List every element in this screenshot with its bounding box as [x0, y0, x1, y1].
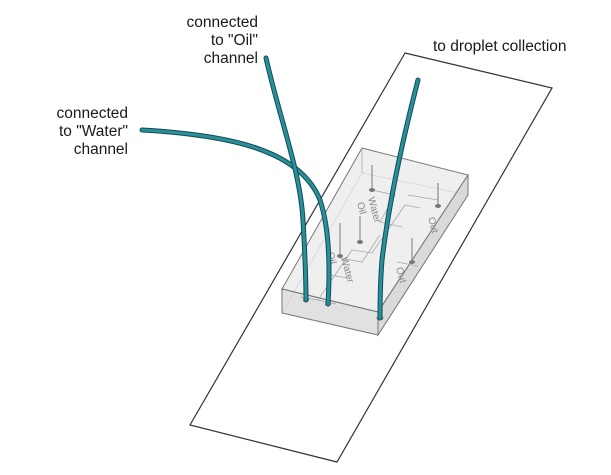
- port-hole: [357, 240, 363, 244]
- tube-oil: [264, 56, 308, 302]
- tubing: [139, 55, 421, 321]
- tube-water: [140, 128, 331, 306]
- port-hole: [369, 188, 375, 192]
- port-hole: [409, 260, 415, 264]
- port-hole: [435, 204, 441, 208]
- chip-ports: [339, 165, 439, 262]
- label-water-connection: connected to "Water" channel: [56, 105, 128, 158]
- chip-right-face: [377, 173, 469, 337]
- chip-marking-out-front: Out: [393, 266, 408, 285]
- port-hole: [337, 254, 343, 258]
- chip-marking-oil-back: Oil: [354, 201, 368, 216]
- tube-outlet: [378, 78, 420, 320]
- label-oil-connection: connected to "Oil" channel: [186, 14, 258, 67]
- chip-marking-out-back: Out: [425, 216, 440, 235]
- label-droplet-collection: to droplet collection: [433, 38, 567, 55]
